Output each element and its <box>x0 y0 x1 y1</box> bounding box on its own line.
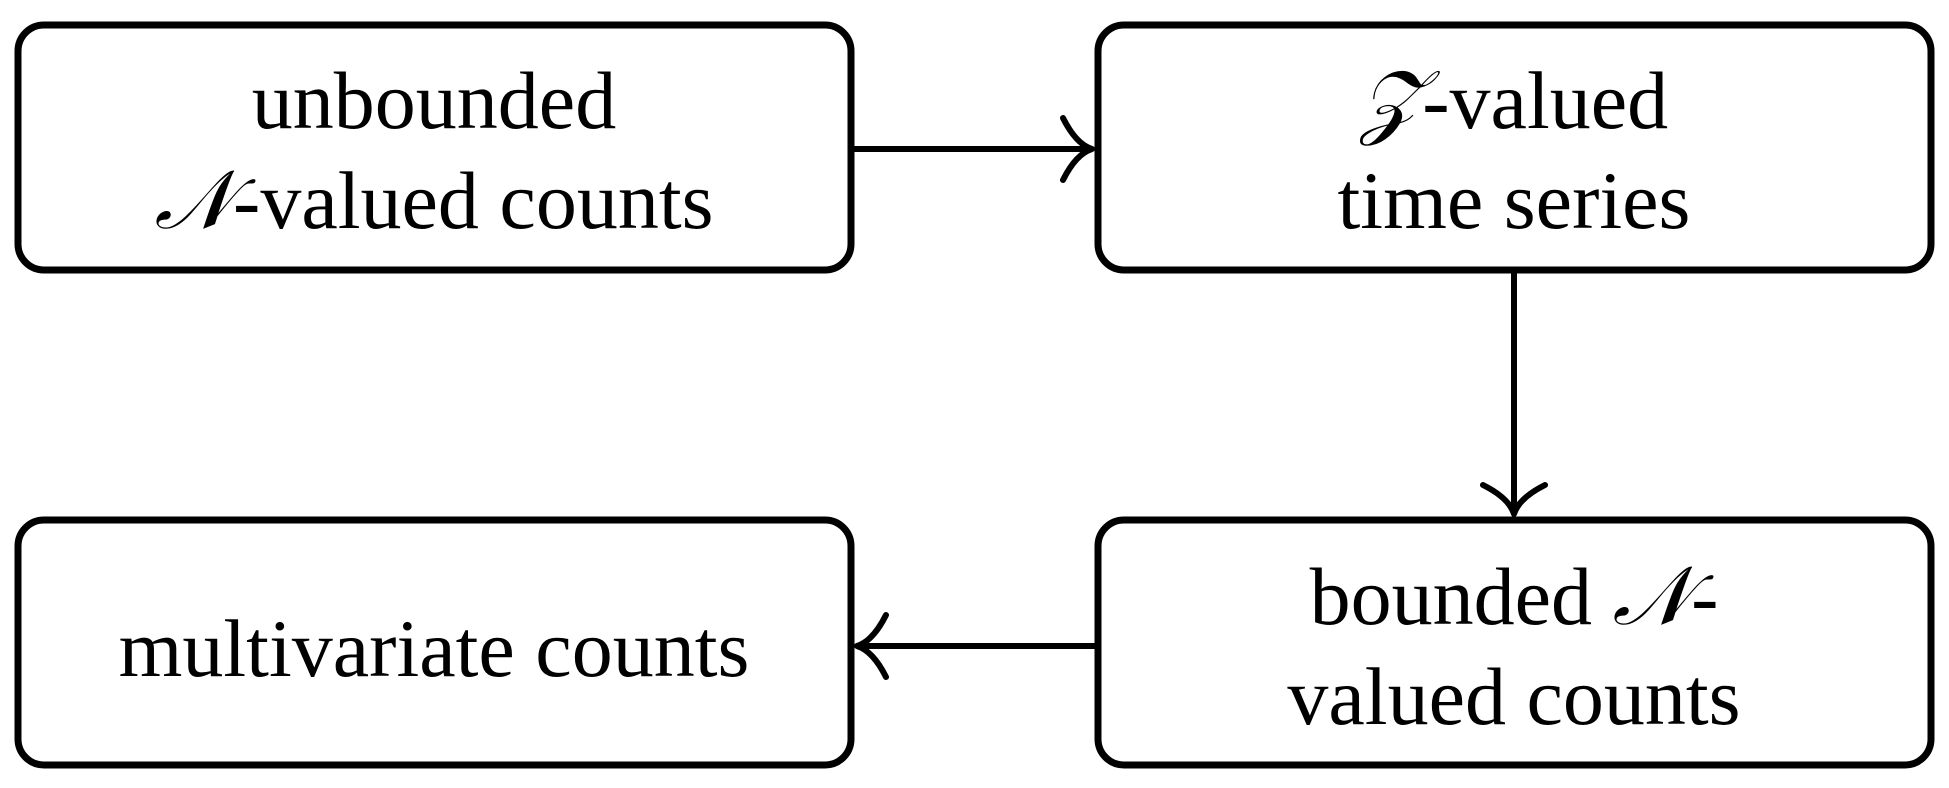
edge-bounded-to-multivariate <box>854 612 1095 680</box>
node-bounded-line2: valued counts <box>1287 651 1740 742</box>
node-z-valued-line2: time series <box>1338 155 1691 246</box>
node-multivariate-counts: multivariate counts <box>14 516 855 769</box>
node-bounded-counts: bounded 𝒩- valued counts <box>1094 516 1935 769</box>
node-bounded-box <box>1094 516 1935 769</box>
node-bounded-line1: bounded 𝒩- <box>1310 551 1719 642</box>
node-unbounded-line2: 𝒩-valued counts <box>154 155 713 246</box>
arrow-head-left-icon <box>854 612 889 680</box>
node-bounded-line1-text: bounded <box>1310 551 1613 642</box>
edge-unbounded-to-z-valued <box>854 115 1095 183</box>
node-unbounded-box <box>14 21 855 274</box>
node-multivariate-line1: multivariate counts <box>119 603 750 694</box>
node-z-valued-line1: 𝒵-valued <box>1358 55 1668 146</box>
node-unbounded-line1: unbounded <box>252 55 616 146</box>
node-unbounded-line2-rest: -valued counts <box>233 155 713 246</box>
node-z-valued-box <box>1094 21 1935 274</box>
edge-z-valued-to-bounded <box>1480 273 1548 517</box>
node-multivariate-box <box>14 516 855 769</box>
arrow-head-right-icon <box>1060 115 1095 183</box>
node-bounded-line1-dash: - <box>1691 551 1718 642</box>
node-unbounded-counts: unbounded 𝒩-valued counts <box>14 21 855 274</box>
node-z-valued-series: 𝒵-valued time series <box>1094 21 1935 274</box>
node-z-valued-line1-rest: -valued <box>1422 55 1668 146</box>
arrow-head-down-icon <box>1480 482 1548 517</box>
